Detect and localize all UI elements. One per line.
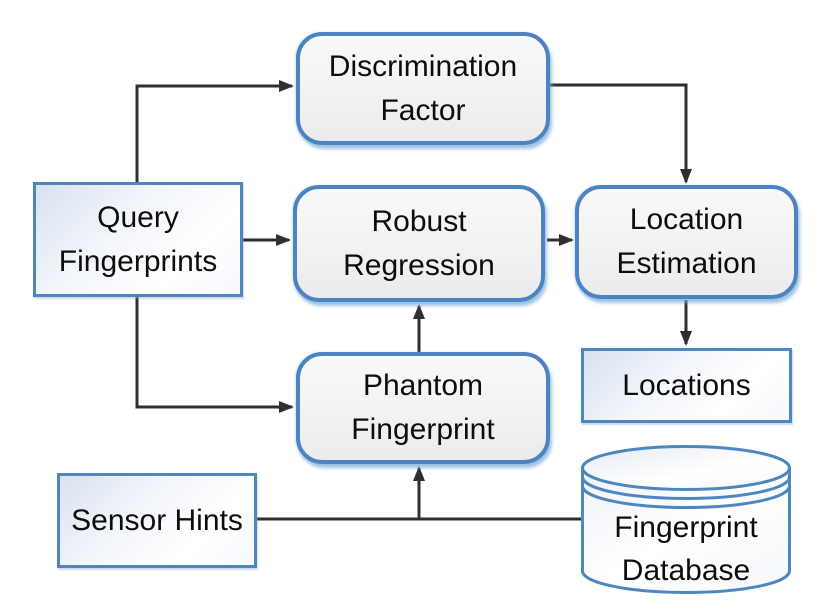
edge-query-to-discrimination bbox=[135, 80, 294, 182]
node-discrimination-factor: Discrimination Factor bbox=[296, 32, 550, 145]
node-location-estimation: Location Estimation bbox=[575, 185, 798, 299]
edge-query-to-phantom bbox=[135, 297, 294, 413]
node-query-fingerprints: Query Fingerprints bbox=[33, 182, 243, 297]
node-locations: Locations bbox=[581, 348, 792, 423]
node-label: Robust Regression bbox=[343, 204, 495, 282]
node-label: Fingerprint Database bbox=[614, 511, 758, 587]
node-label: Query Fingerprints bbox=[58, 200, 218, 278]
edge-discrimination-to-location-estimation bbox=[550, 83, 692, 184]
node-sensor-hints: Sensor Hints bbox=[57, 473, 257, 568]
node-label: Locations bbox=[622, 368, 751, 402]
node-label: Phantom Fingerprint bbox=[351, 369, 495, 446]
node-label: Location Estimation bbox=[616, 203, 757, 280]
database-cylinder-icon bbox=[581, 445, 791, 594]
node-robust-regression: Robust Regression bbox=[293, 185, 545, 302]
node-label: Discrimination Factor bbox=[328, 49, 518, 127]
node-label: Sensor Hints bbox=[71, 503, 243, 537]
node-fingerprint-database: Fingerprint Database bbox=[580, 444, 792, 596]
node-phantom-fingerprint: Phantom Fingerprint bbox=[296, 352, 550, 464]
